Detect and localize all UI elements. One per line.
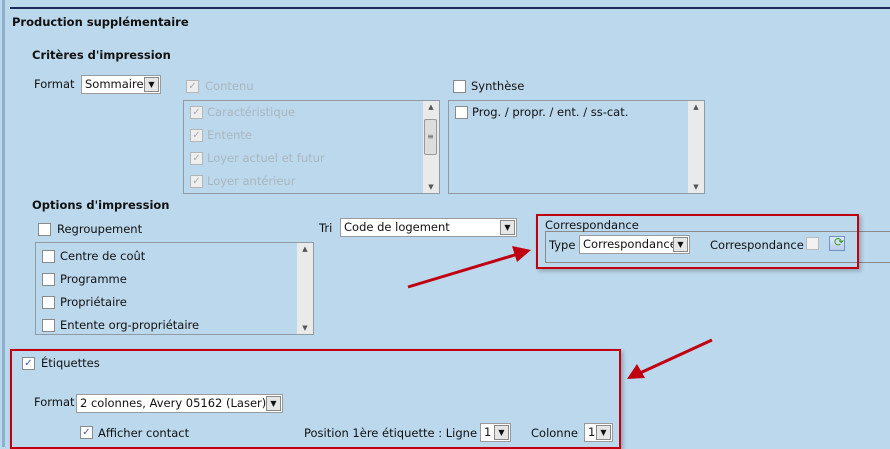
format-label: Format <box>34 77 75 91</box>
chevron-down-icon[interactable]: ▼ <box>673 237 688 252</box>
etiquettes-format-select[interactable]: 2 colonnes, Avery 05162 (Laser)▼ <box>76 394 283 413</box>
format-value: Sommaire <box>85 77 144 91</box>
chevron-down-icon[interactable]: ▼ <box>500 220 515 235</box>
list-item: Centre de coût <box>60 249 146 263</box>
scroll-thumb[interactable]: ≡ <box>424 119 437 155</box>
tri-value: Code de logement <box>344 220 450 234</box>
colonne-label: Colonne <box>531 426 578 440</box>
type-select[interactable]: Correspondance▼ <box>579 235 690 254</box>
scrollbar[interactable]: ▲▼ <box>688 101 704 193</box>
list-item: Prog. / propr. / ent. / ss-cat. <box>472 105 629 119</box>
afficher-contact-checkbox[interactable]: ✓ <box>80 426 93 439</box>
regroupement-list[interactable]: Centre de coût Programme Propriétaire En… <box>35 242 314 335</box>
type-label: Type <box>549 238 576 252</box>
scroll-down-icon[interactable]: ▼ <box>428 183 434 191</box>
arrow-to-correspondance <box>407 246 531 289</box>
tri-label: Tri <box>319 221 333 235</box>
scrollbar[interactable]: ▲▼ <box>297 243 313 334</box>
list-item-checkbox[interactable]: ✓ <box>190 106 203 119</box>
list-item: Propriétaire <box>60 295 127 309</box>
scrollbar[interactable]: ▲ ≡ ▼ <box>423 101 439 193</box>
scroll-down-icon[interactable]: ▼ <box>302 324 308 332</box>
list-item: Caractéristique <box>207 105 296 119</box>
etiquettes-checkbox[interactable]: ✓ <box>22 357 35 370</box>
options-heading: Options d'impression <box>32 198 170 212</box>
criteria-heading: Critères d'impression <box>32 48 171 62</box>
highlight-correspondance <box>536 214 859 269</box>
contenu-checkbox[interactable]: ✓ <box>186 80 199 93</box>
afficher-contact-label: Afficher contact <box>98 426 190 440</box>
list-item: Programme <box>60 272 127 286</box>
left-border <box>2 0 5 447</box>
etiquettes-format-value: 2 colonnes, Avery 05162 (Laser) <box>80 396 267 410</box>
colonne-select[interactable]: 1▼ <box>584 423 613 442</box>
page-title: Production supplémentaire <box>12 15 189 29</box>
chevron-down-icon[interactable]: ▼ <box>596 425 611 440</box>
refresh-table-icon[interactable]: ⟳ <box>829 235 845 251</box>
correspondance-fieldset <box>545 231 890 263</box>
synthese-label: Synthèse <box>471 79 525 93</box>
list-item-checkbox[interactable]: ✓ <box>190 175 203 188</box>
format-select[interactable]: Sommaire▼ <box>81 75 161 94</box>
synthese-list[interactable]: Prog. / propr. / ent. / ss-cat. ▲▼ <box>448 100 705 194</box>
list-item-checkbox[interactable] <box>42 273 55 286</box>
list-item: Loyer actuel et futur <box>207 151 325 165</box>
chevron-down-icon[interactable]: ▼ <box>494 425 509 440</box>
ligne-select[interactable]: 1▼ <box>480 423 511 442</box>
contenu-label: Contenu <box>205 79 254 93</box>
etiquettes-label: Étiquettes <box>41 356 100 370</box>
list-item-checkbox[interactable]: ✓ <box>190 152 203 165</box>
contenu-list[interactable]: ✓ Caractéristique ✓ Entente ✓ Loyer actuel … <box>183 100 440 194</box>
correspondance-checkbox[interactable] <box>806 237 819 250</box>
correspondance-legend: Correspondance <box>545 218 639 232</box>
list-item: Entente org-propriétaire <box>60 318 200 332</box>
list-item: Entente <box>207 128 253 142</box>
type-value: Correspondance <box>583 237 677 251</box>
list-item-checkbox[interactable]: ✓ <box>190 129 203 142</box>
scroll-up-icon[interactable]: ▲ <box>302 245 308 253</box>
list-item: Loyer antérieur <box>207 174 296 188</box>
list-item-checkbox[interactable] <box>455 106 468 119</box>
list-item-checkbox[interactable] <box>42 296 55 309</box>
list-item-checkbox[interactable] <box>42 250 55 263</box>
etiquettes-format-label: Format <box>34 395 75 409</box>
chevron-down-icon[interactable]: ▼ <box>266 396 281 411</box>
scroll-down-icon[interactable]: ▼ <box>693 183 699 191</box>
arrow-to-etiquettes <box>627 338 713 379</box>
list-item-checkbox[interactable] <box>42 319 55 332</box>
regroupement-checkbox[interactable] <box>38 223 51 236</box>
synthese-checkbox[interactable] <box>453 80 466 93</box>
top-divider <box>10 7 890 9</box>
tri-select[interactable]: Code de logement ▼ <box>340 218 517 237</box>
scroll-up-icon[interactable]: ▲ <box>693 103 699 111</box>
correspondance-check-label: Correspondance <box>710 238 804 252</box>
regroupement-label: Regroupement <box>57 222 143 236</box>
colonne-value: 1 <box>588 425 596 439</box>
ligne-value: 1 <box>484 425 492 439</box>
position-label: Position 1ère étiquette : Ligne <box>304 426 478 440</box>
chevron-down-icon[interactable]: ▼ <box>144 77 159 92</box>
scroll-up-icon[interactable]: ▲ <box>428 103 434 111</box>
